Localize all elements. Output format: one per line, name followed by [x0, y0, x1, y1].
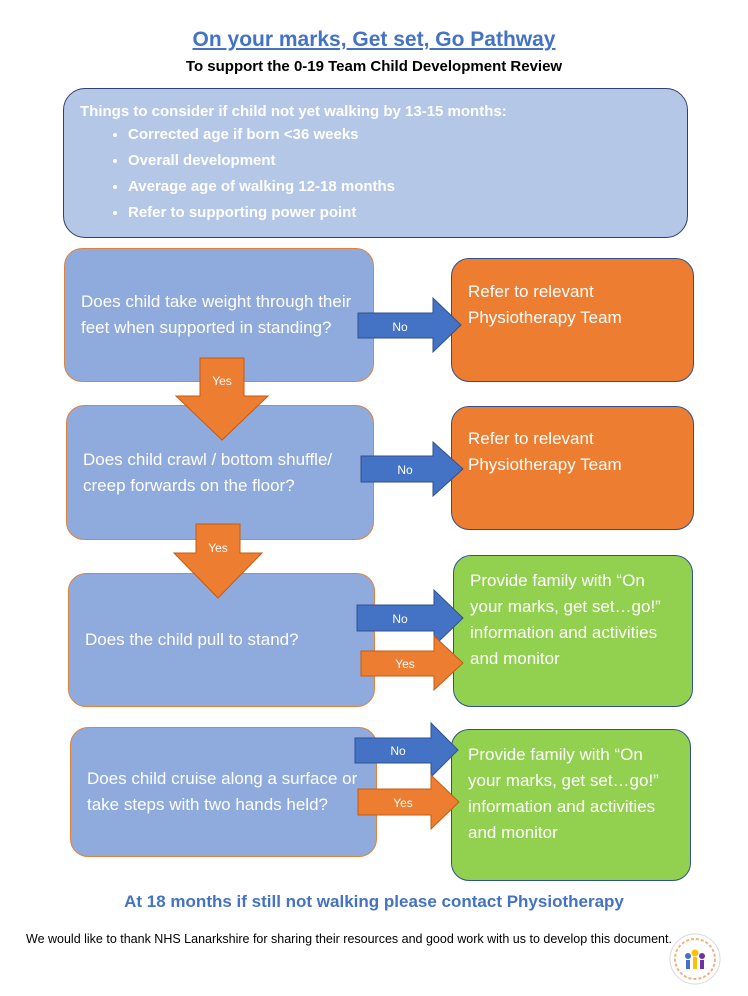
considerations-box: Things to consider if child not yet walk… — [63, 88, 688, 238]
question-text: Does child take weight through their fee… — [81, 292, 352, 337]
no-label: No — [392, 612, 408, 626]
considerations-item: Corrected age if born <36 weeks — [128, 126, 671, 143]
outcome-box-provide-info-2: Provide family with “On your marks, get … — [451, 729, 691, 881]
no-label: No — [392, 320, 408, 334]
outcome-text: Provide family with “On your marks, get … — [468, 745, 659, 842]
considerations-list: Corrected age if born <36 weeks Overall … — [80, 126, 671, 221]
question-text: Does the child pull to stand? — [85, 630, 299, 649]
considerations-heading: Things to consider if child not yet walk… — [80, 103, 507, 120]
question-box-pull-to-stand: Does the child pull to stand? — [68, 573, 375, 707]
outcome-text: Refer to relevant Physiotherapy Team — [468, 429, 622, 474]
yes-label: Yes — [208, 541, 228, 555]
no-label: No — [397, 463, 413, 477]
question-text: Does child crawl / bottom shuffle/ creep… — [83, 449, 333, 495]
no-arrow-2: No — [360, 440, 464, 498]
page-title: On your marks, Get set, Go Pathway — [192, 28, 556, 51]
acknowledgement-text: We would like to thank NHS Lanarkshire f… — [26, 932, 672, 946]
footer-note: At 18 months if still not walking please… — [124, 892, 624, 911]
outcome-box-refer-physio-1: Refer to relevant Physiotherapy Team — [451, 258, 694, 382]
no-arrow-3: No — [356, 588, 464, 648]
considerations-item: Average age of walking 12-18 months — [128, 178, 671, 195]
no-arrow-4: No — [354, 721, 459, 779]
outcome-text: Refer to relevant Physiotherapy Team — [468, 282, 622, 327]
question-text: Does child cruise along a surface or tak… — [87, 769, 358, 814]
yes-arrow-4: Yes — [357, 773, 460, 831]
outcome-box-refer-physio-2: Refer to relevant Physiotherapy Team — [451, 406, 694, 530]
considerations-item: Refer to supporting power point — [128, 204, 671, 221]
yes-down-arrow-2: Yes — [172, 523, 264, 599]
no-label: No — [390, 744, 406, 758]
outcome-text: Provide family with “On your marks, get … — [470, 571, 661, 668]
yes-arrow-3: Yes — [360, 634, 464, 692]
no-arrow-1: No — [357, 296, 462, 354]
question-box-weight-bearing: Does child take weight through their fee… — [64, 248, 374, 382]
page-subtitle: To support the 0-19 Team Child Developme… — [185, 58, 563, 75]
question-box-cruise: Does child cruise along a surface or tak… — [70, 727, 377, 857]
yes-label: Yes — [395, 657, 415, 671]
outcome-box-provide-info-1: Provide family with “On your marks, get … — [453, 555, 693, 707]
yes-down-arrow-1: Yes — [174, 357, 270, 441]
yes-label: Yes — [212, 374, 232, 388]
organisation-logo — [668, 932, 722, 986]
yes-label: Yes — [393, 796, 413, 810]
considerations-item: Overall development — [128, 152, 671, 169]
